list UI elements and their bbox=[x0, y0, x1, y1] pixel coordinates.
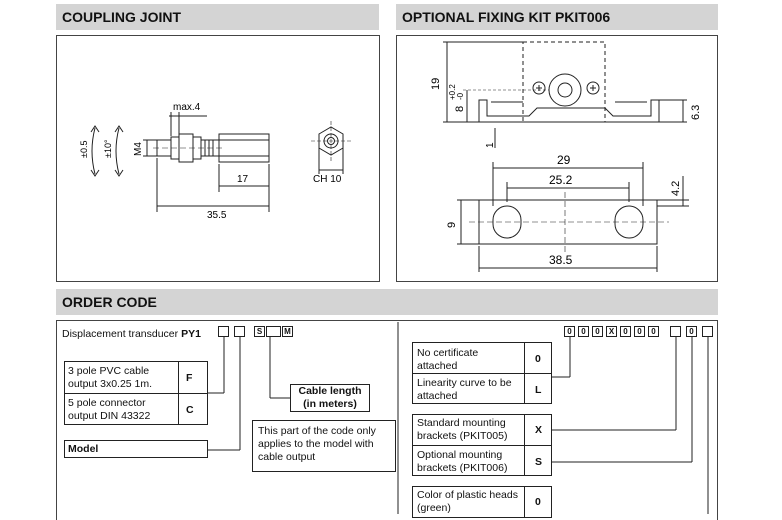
code-box-length bbox=[266, 326, 281, 337]
coupling-joint-svg: ±0.5 ±10° M4 max.4 17 35.5 CH 10 bbox=[79, 102, 351, 221]
connection-divider bbox=[64, 393, 208, 394]
dim-m4: M4 bbox=[133, 142, 144, 156]
option-label-4: Color of plastic heads (green) bbox=[417, 489, 518, 514]
option-code-2: X bbox=[535, 424, 543, 436]
cable-length-box bbox=[290, 384, 370, 412]
model-label: Model bbox=[68, 443, 99, 455]
model-box bbox=[64, 440, 208, 458]
code-char-4: 0 bbox=[620, 326, 631, 337]
order-model: PY1 bbox=[181, 328, 201, 340]
dim-pm10: ±10° bbox=[103, 139, 113, 158]
code-char-3: X bbox=[606, 326, 617, 337]
fixing-kit-drawing: 19 8 +0.2-0 6.3 1 29 25.2 4.2 9 38.5 bbox=[396, 35, 718, 282]
coupling-joint-title: COUPLING JOINT bbox=[62, 9, 182, 25]
dim-pm05: ±0.5 bbox=[79, 141, 89, 158]
fixing-kit-svg: 19 8 +0.2-0 6.3 1 29 25.2 4.2 9 38.5 bbox=[430, 41, 702, 272]
dim-9: 9 bbox=[446, 222, 458, 228]
dim-tol: +0.2-0 bbox=[448, 84, 465, 100]
dim-252: 25.2 bbox=[549, 173, 573, 187]
dim-42: 4.2 bbox=[670, 181, 682, 196]
dim-63: 6.3 bbox=[690, 105, 702, 120]
options-divider-1 bbox=[412, 373, 552, 374]
option-code-3: S bbox=[535, 456, 543, 468]
options-divider-2 bbox=[412, 445, 552, 446]
option-code-1: L bbox=[535, 384, 542, 396]
options-col-divider-3 bbox=[524, 486, 525, 518]
dim-385: 38.5 bbox=[549, 253, 573, 267]
note-text: This part of the code only applies to th… bbox=[258, 425, 376, 463]
connection-label-c: 5 pole connector output DIN 43322 bbox=[68, 397, 151, 422]
dim-355: 35.5 bbox=[207, 210, 227, 221]
coupling-joint-header: COUPLING JOINT bbox=[56, 4, 379, 30]
options-col-divider-1 bbox=[524, 342, 525, 404]
connection-col-divider bbox=[178, 361, 179, 425]
option-code-4: 0 bbox=[535, 496, 541, 508]
option-label-3: Optional mounting brackets (PKIT006) bbox=[417, 449, 508, 474]
order-prefix: Displacement transducer bbox=[62, 328, 179, 340]
dim-17: 17 bbox=[237, 174, 249, 185]
code-char-6: 0 bbox=[648, 326, 659, 337]
note-box bbox=[252, 420, 396, 472]
option-label-0: No certificate attached bbox=[417, 347, 479, 372]
option-label-1: Linearity curve to be attached bbox=[417, 377, 512, 402]
code-box-connection bbox=[218, 326, 229, 337]
dim-8: 8 bbox=[454, 106, 466, 112]
dim-ch10: CH 10 bbox=[313, 174, 342, 185]
option-code-0: 0 bbox=[535, 353, 541, 365]
cable-length-label: Cable length (in meters) bbox=[298, 385, 362, 410]
coupling-joint-drawing: ±0.5 ±10° M4 max.4 17 35.5 CH 10 bbox=[56, 35, 380, 282]
code-char-7 bbox=[670, 326, 681, 337]
dim-19: 19 bbox=[430, 78, 442, 90]
order-prefix-line: Displacement transducer PY1 bbox=[62, 328, 201, 341]
code-char-9 bbox=[702, 326, 713, 337]
dim-29: 29 bbox=[557, 153, 571, 167]
fixing-kit-title: OPTIONAL FIXING KIT PKIT006 bbox=[402, 9, 611, 25]
fixing-kit-header: OPTIONAL FIXING KIT PKIT006 bbox=[396, 4, 718, 30]
connection-code-c: C bbox=[186, 404, 194, 416]
order-code-title: ORDER CODE bbox=[62, 294, 157, 310]
options-col-divider-2 bbox=[524, 414, 525, 476]
dim-1: 1 bbox=[485, 142, 496, 148]
code-box-m: M bbox=[282, 326, 293, 337]
code-box-model bbox=[234, 326, 245, 337]
code-char-5: 0 bbox=[634, 326, 645, 337]
code-char-8: 0 bbox=[686, 326, 697, 337]
dim-max4: max.4 bbox=[173, 102, 201, 113]
option-label-2: Standard mounting brackets (PKIT005) bbox=[417, 417, 508, 442]
code-char-0: 0 bbox=[564, 326, 575, 337]
connection-label-f: 3 pole PVC cable output 3x0.25 1m. bbox=[68, 365, 153, 390]
code-char-1: 0 bbox=[578, 326, 589, 337]
order-code-header: ORDER CODE bbox=[56, 289, 718, 315]
connection-code-f: F bbox=[186, 372, 193, 384]
code-char-2: 0 bbox=[592, 326, 603, 337]
code-box-s: S bbox=[254, 326, 265, 337]
